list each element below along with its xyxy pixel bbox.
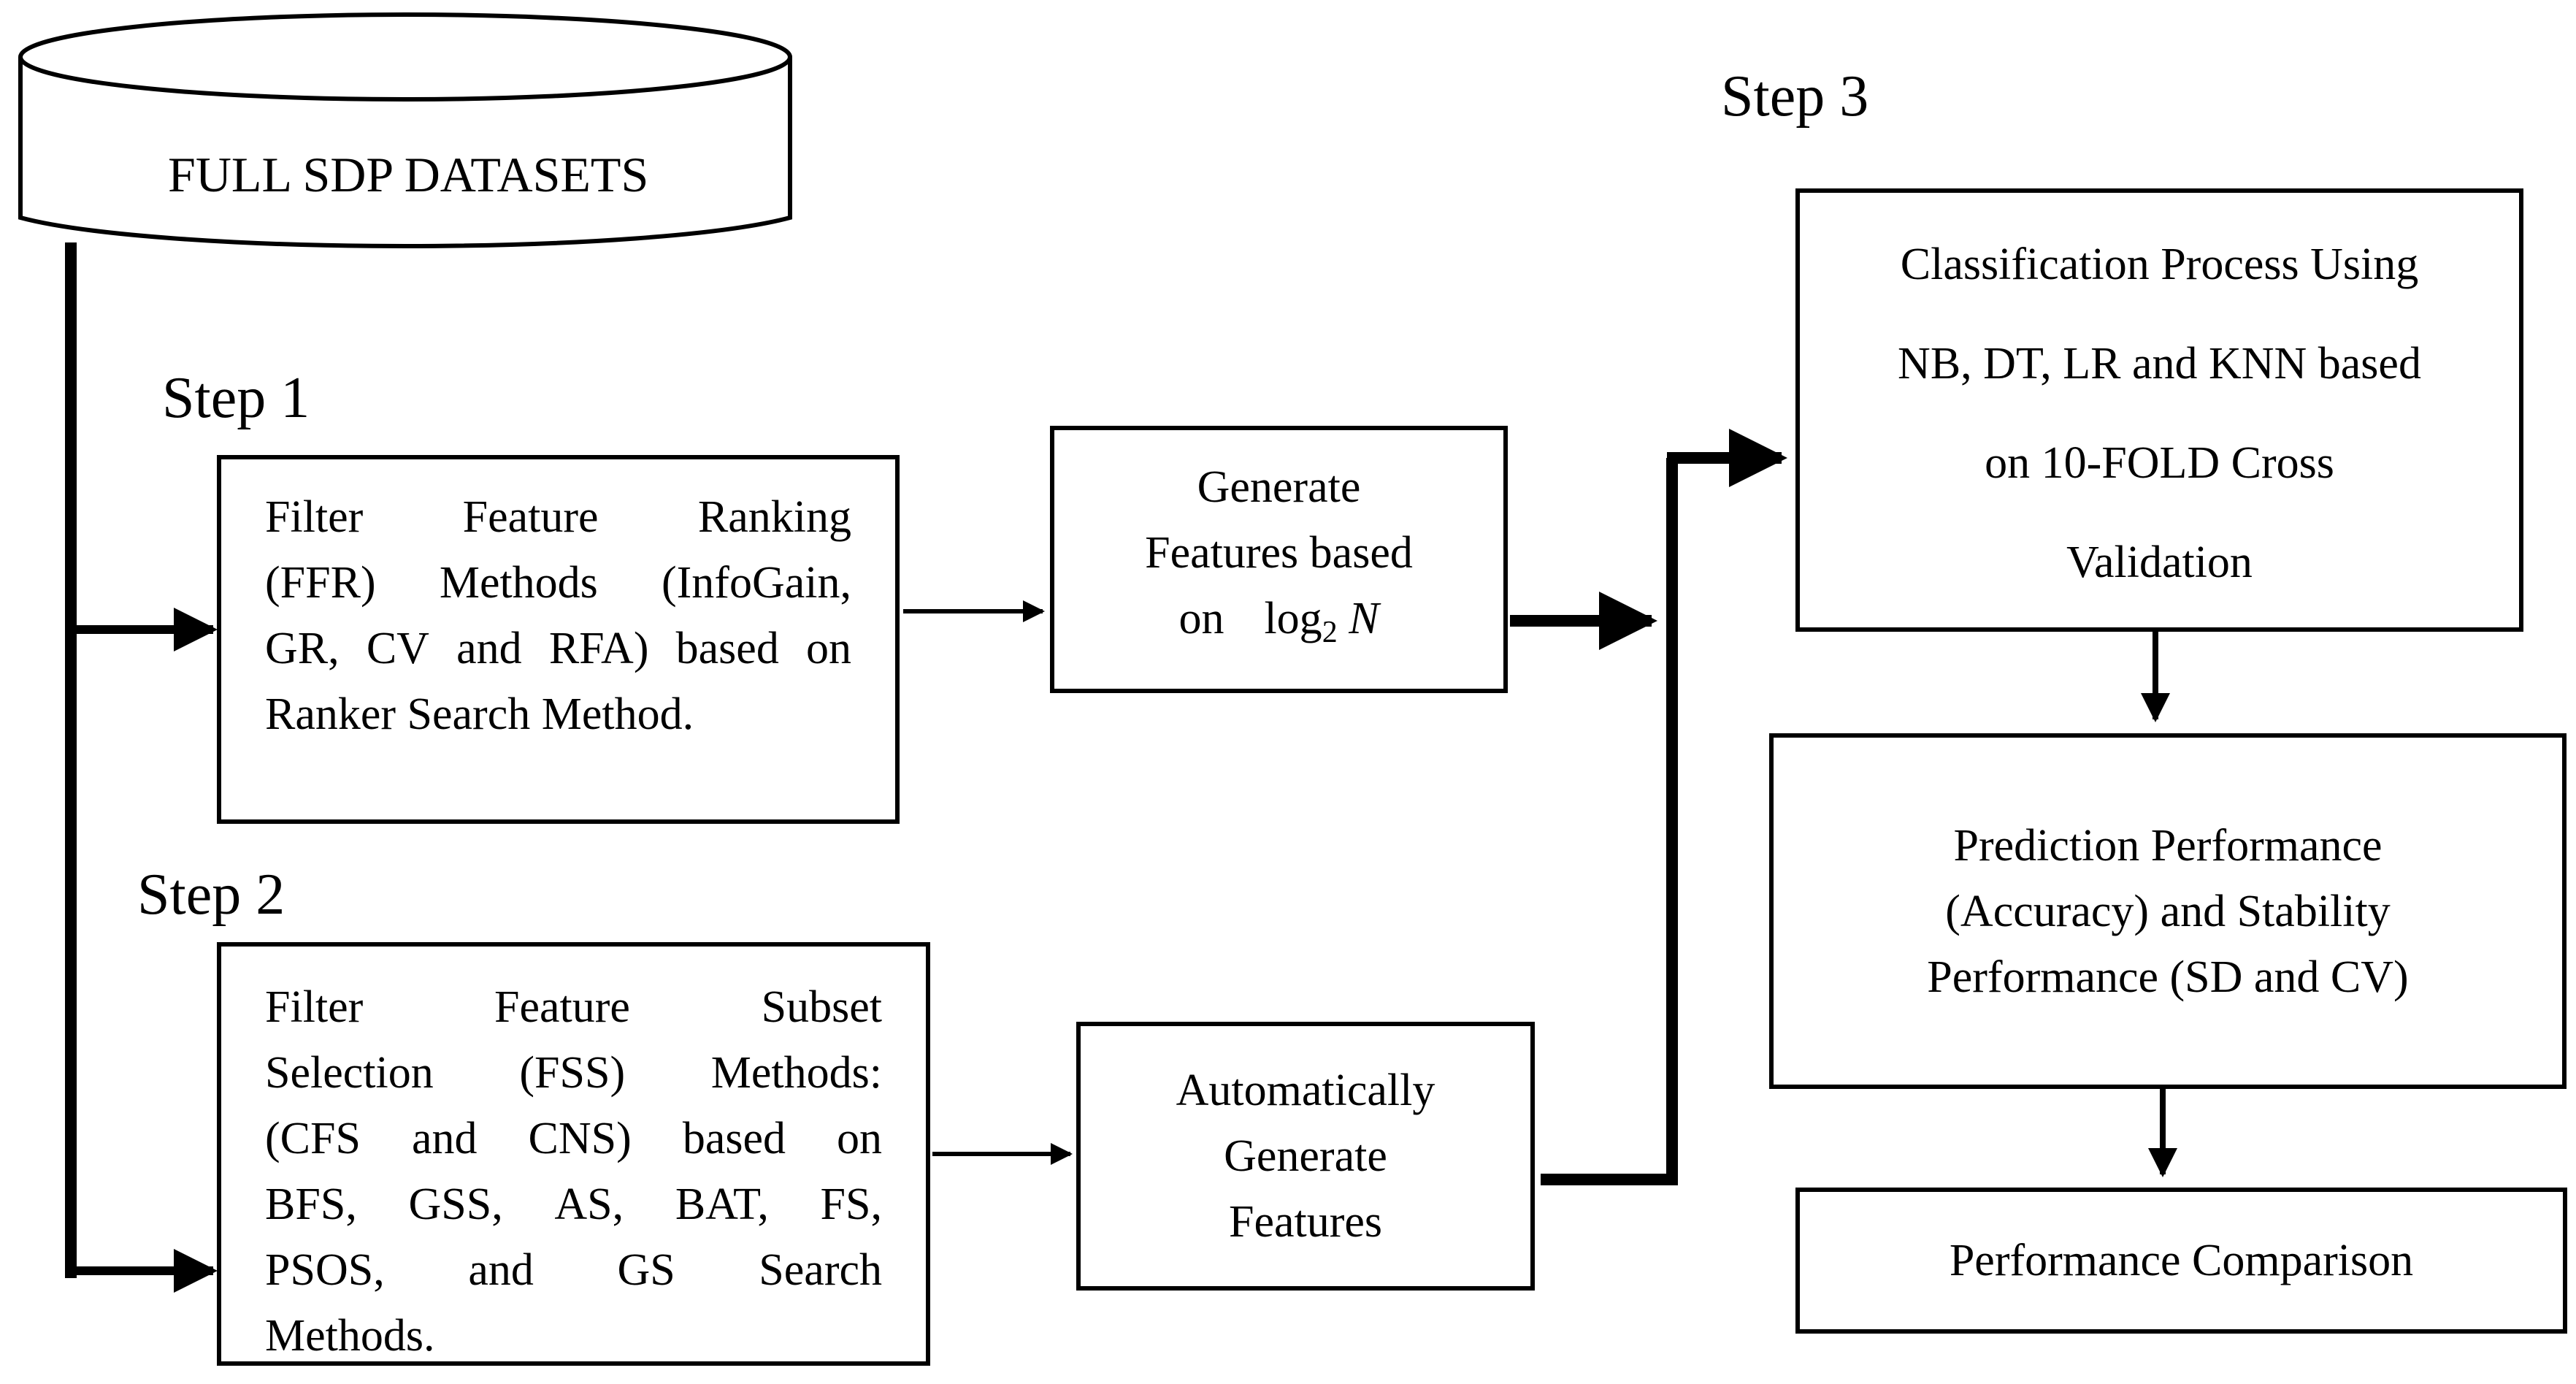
database-label: FULL SDP DATASETS	[168, 147, 649, 202]
ffr-word: RFA)	[548, 624, 649, 673]
fss-word: FS,	[820, 1180, 882, 1229]
fss-word: AS,	[554, 1180, 624, 1229]
generate-line-3-prefix: on	[1178, 593, 1224, 643]
ffr-word: (InfoGain,	[662, 558, 851, 608]
comparison-label: Performance Comparison	[1949, 1235, 2414, 1285]
fss-word: Feature	[494, 982, 630, 1032]
fss-methods-box: Filter Feature Subset Selection (FSS) Me…	[217, 942, 930, 1366]
ffr-word: and	[456, 624, 522, 673]
fss-word: GS	[617, 1245, 675, 1295]
fss-word: CNS)	[528, 1114, 632, 1163]
ffr-line-4: Ranker Search Method.	[265, 681, 851, 747]
fss-line-4: BFS, GSS, AS, BAT, FS,	[265, 1171, 882, 1237]
database-cylinder-icon	[18, 12, 792, 248]
ffr-word: (FFR)	[265, 558, 376, 608]
ffr-word: GR,	[265, 624, 340, 673]
fss-word: BFS,	[265, 1180, 357, 1229]
ffr-line-1: Filter Feature Ranking	[265, 484, 851, 550]
ffr-word: on	[806, 624, 851, 673]
classification-line-2: NB, DT, LR and KNN based	[1898, 338, 2421, 389]
step3-label: Step 3	[1721, 64, 1869, 129]
fss-line-6: Methods.	[265, 1303, 882, 1356]
math-log-base: 2	[1322, 615, 1338, 649]
prediction-performance-box: Prediction Performance (Accuracy) and St…	[1769, 733, 2567, 1089]
auto-line-1: Automatically	[1176, 1066, 1435, 1115]
fss-word: Methods:	[710, 1048, 882, 1098]
prediction-line-1: Prediction Performance	[1953, 820, 2383, 871]
fss-word: (CFS	[265, 1114, 361, 1163]
classification-process-box: Classification Process Using NB, DT, LR …	[1795, 188, 2523, 632]
step2-label: Step 2	[137, 863, 285, 927]
auto-generate-features-box: Automatically Generate Features	[1076, 1022, 1535, 1291]
ffr-word: Ranking	[697, 492, 851, 542]
fss-word: Methods.	[265, 1311, 435, 1356]
math-log: log	[1264, 593, 1322, 643]
fss-word: on	[837, 1114, 882, 1163]
classification-line-4: Validation	[2066, 537, 2253, 587]
ffr-word: Ranker Search Method.	[265, 689, 694, 739]
generate-line-1: Generate	[1197, 462, 1361, 512]
fss-word: Selection	[265, 1048, 434, 1098]
ffr-word: CV	[366, 624, 429, 673]
fss-word: GSS,	[408, 1180, 503, 1229]
fss-line-5: PSOS, and GS Search	[265, 1237, 882, 1303]
auto-line-3: Features	[1228, 1197, 1383, 1247]
fss-word: PSOS,	[265, 1245, 385, 1295]
ffr-word: Feature	[462, 492, 599, 542]
fss-word: based	[682, 1114, 786, 1163]
fss-word: (FSS)	[519, 1048, 626, 1098]
prediction-line-2: (Accuracy) and Stability	[1945, 886, 2391, 936]
generate-features-log-box: Generate Features based on log2 N	[1050, 426, 1508, 693]
performance-comparison-box: Performance Comparison	[1795, 1188, 2567, 1334]
ffr-word: Filter	[265, 492, 364, 542]
auto-line-2: Generate	[1224, 1131, 1387, 1181]
fss-line-2: Selection (FSS) Methods:	[265, 1040, 882, 1106]
prediction-line-3: Performance (SD and CV)	[1927, 952, 2409, 1002]
classification-line-3: on 10-FOLD Cross	[1985, 437, 2334, 488]
fss-line-1: Filter Feature Subset	[265, 974, 882, 1040]
generate-line-2: Features based	[1145, 527, 1413, 578]
generate-line-3: on log2 N	[1178, 586, 1379, 665]
fss-line-3: (CFS and CNS) based on	[265, 1106, 882, 1171]
step1-label: Step 1	[162, 366, 310, 430]
ffr-methods-box: Filter Feature Ranking (FFR) Methods (In…	[217, 455, 900, 824]
ffr-word: Methods	[439, 558, 598, 608]
classification-line-1: Classification Process Using	[1900, 239, 2419, 289]
fss-word: Search	[759, 1245, 882, 1295]
math-variable: N	[1349, 593, 1379, 643]
fss-word: BAT,	[675, 1180, 769, 1229]
ffr-line-3: GR, CV and RFA) based on	[265, 616, 851, 681]
fss-word: Subset	[761, 982, 882, 1032]
auto-to-merge-line	[1541, 458, 1678, 1185]
ffr-word: based	[675, 624, 779, 673]
fss-word: and	[411, 1114, 478, 1163]
fss-word: Filter	[265, 982, 364, 1032]
ffr-line-2: (FFR) Methods (InfoGain,	[265, 550, 851, 616]
fss-word: and	[468, 1245, 534, 1295]
